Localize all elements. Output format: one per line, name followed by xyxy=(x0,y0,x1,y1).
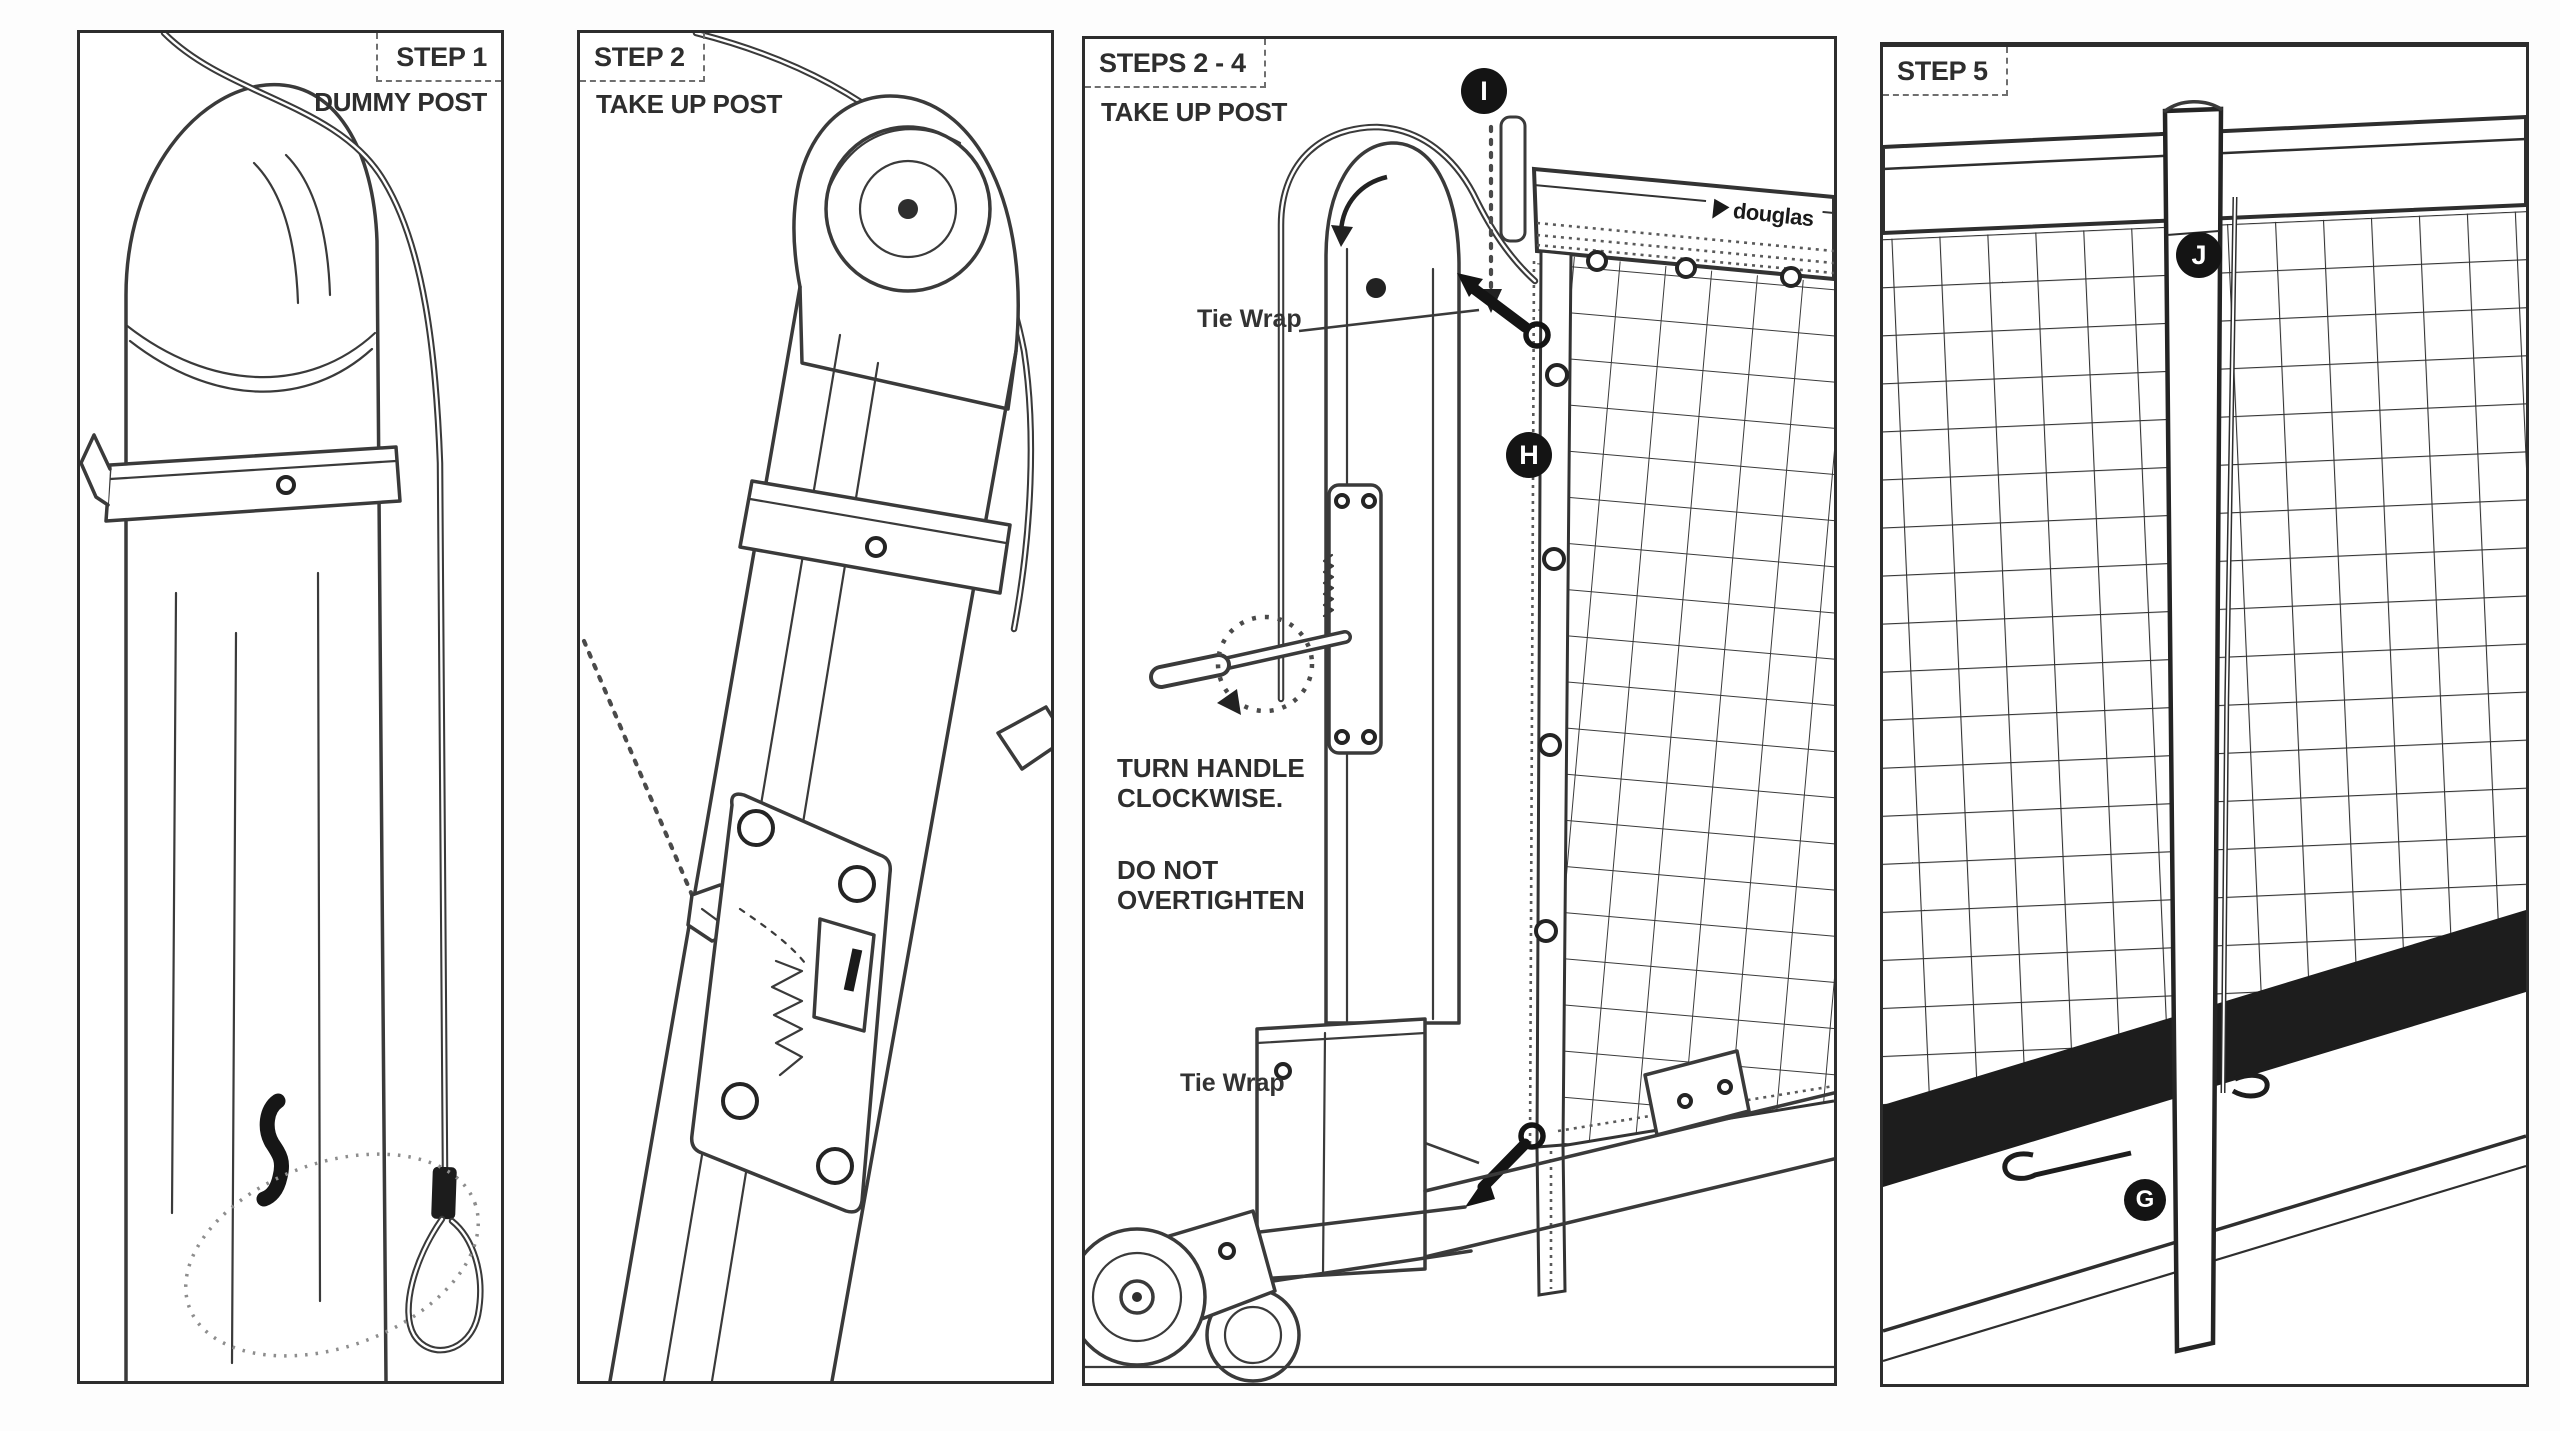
panel-step2: STEP 2 TAKE UP POST xyxy=(577,30,1054,1384)
brand-wordmark: douglas xyxy=(1731,197,1815,232)
strap-hook-icon xyxy=(2002,1150,2132,1181)
step1-label: STEP 1 xyxy=(376,33,501,82)
instruction-turn-handle: TURN HANDLE CLOCKWISE. xyxy=(1117,753,1305,813)
marker-h-badge: H xyxy=(1506,432,1552,478)
step1-title: DUMMY POST xyxy=(314,87,487,117)
step2-title: TAKE UP POST xyxy=(596,89,783,119)
step5-label: STEP 5 xyxy=(1883,47,2008,96)
brand-flag-icon xyxy=(1712,198,1731,221)
step1-illustration-dummy-post xyxy=(80,33,484,1381)
marker-i-badge: I xyxy=(1461,68,1507,114)
step2-illustration-take-up-post xyxy=(581,33,1051,1381)
steps2-4-illustration-post-and-net xyxy=(1085,115,1834,1383)
step2-label: STEP 2 xyxy=(580,33,705,82)
panel-step5: STEP 5 J G xyxy=(1880,42,2529,1387)
panel-steps2-4: STEPS 2 - 4 TAKE UP POST Tie Wrap Tie Wr… xyxy=(1082,36,1837,1386)
marker-j-badge: J xyxy=(2176,232,2222,278)
panel-step1: STEP 1 DUMMY POST xyxy=(77,30,504,1384)
hook-icon xyxy=(256,1093,290,1207)
steps2-4-title: TAKE UP POST xyxy=(1101,97,1288,127)
tie-wrap-bottom-label: Tie Wrap xyxy=(1180,1069,1285,1097)
step5-illustration-strap-and-net xyxy=(1883,100,2526,1363)
tie-wrap-top-label: Tie Wrap xyxy=(1197,305,1302,333)
eyelet-hook-icon xyxy=(2231,1072,2270,1099)
instruction-do-not-overtighten: DO NOT OVERTIGHTEN xyxy=(1117,855,1305,915)
marker-g-badge: G xyxy=(2124,1179,2166,1221)
steps2-4-label: STEPS 2 - 4 xyxy=(1085,39,1266,88)
